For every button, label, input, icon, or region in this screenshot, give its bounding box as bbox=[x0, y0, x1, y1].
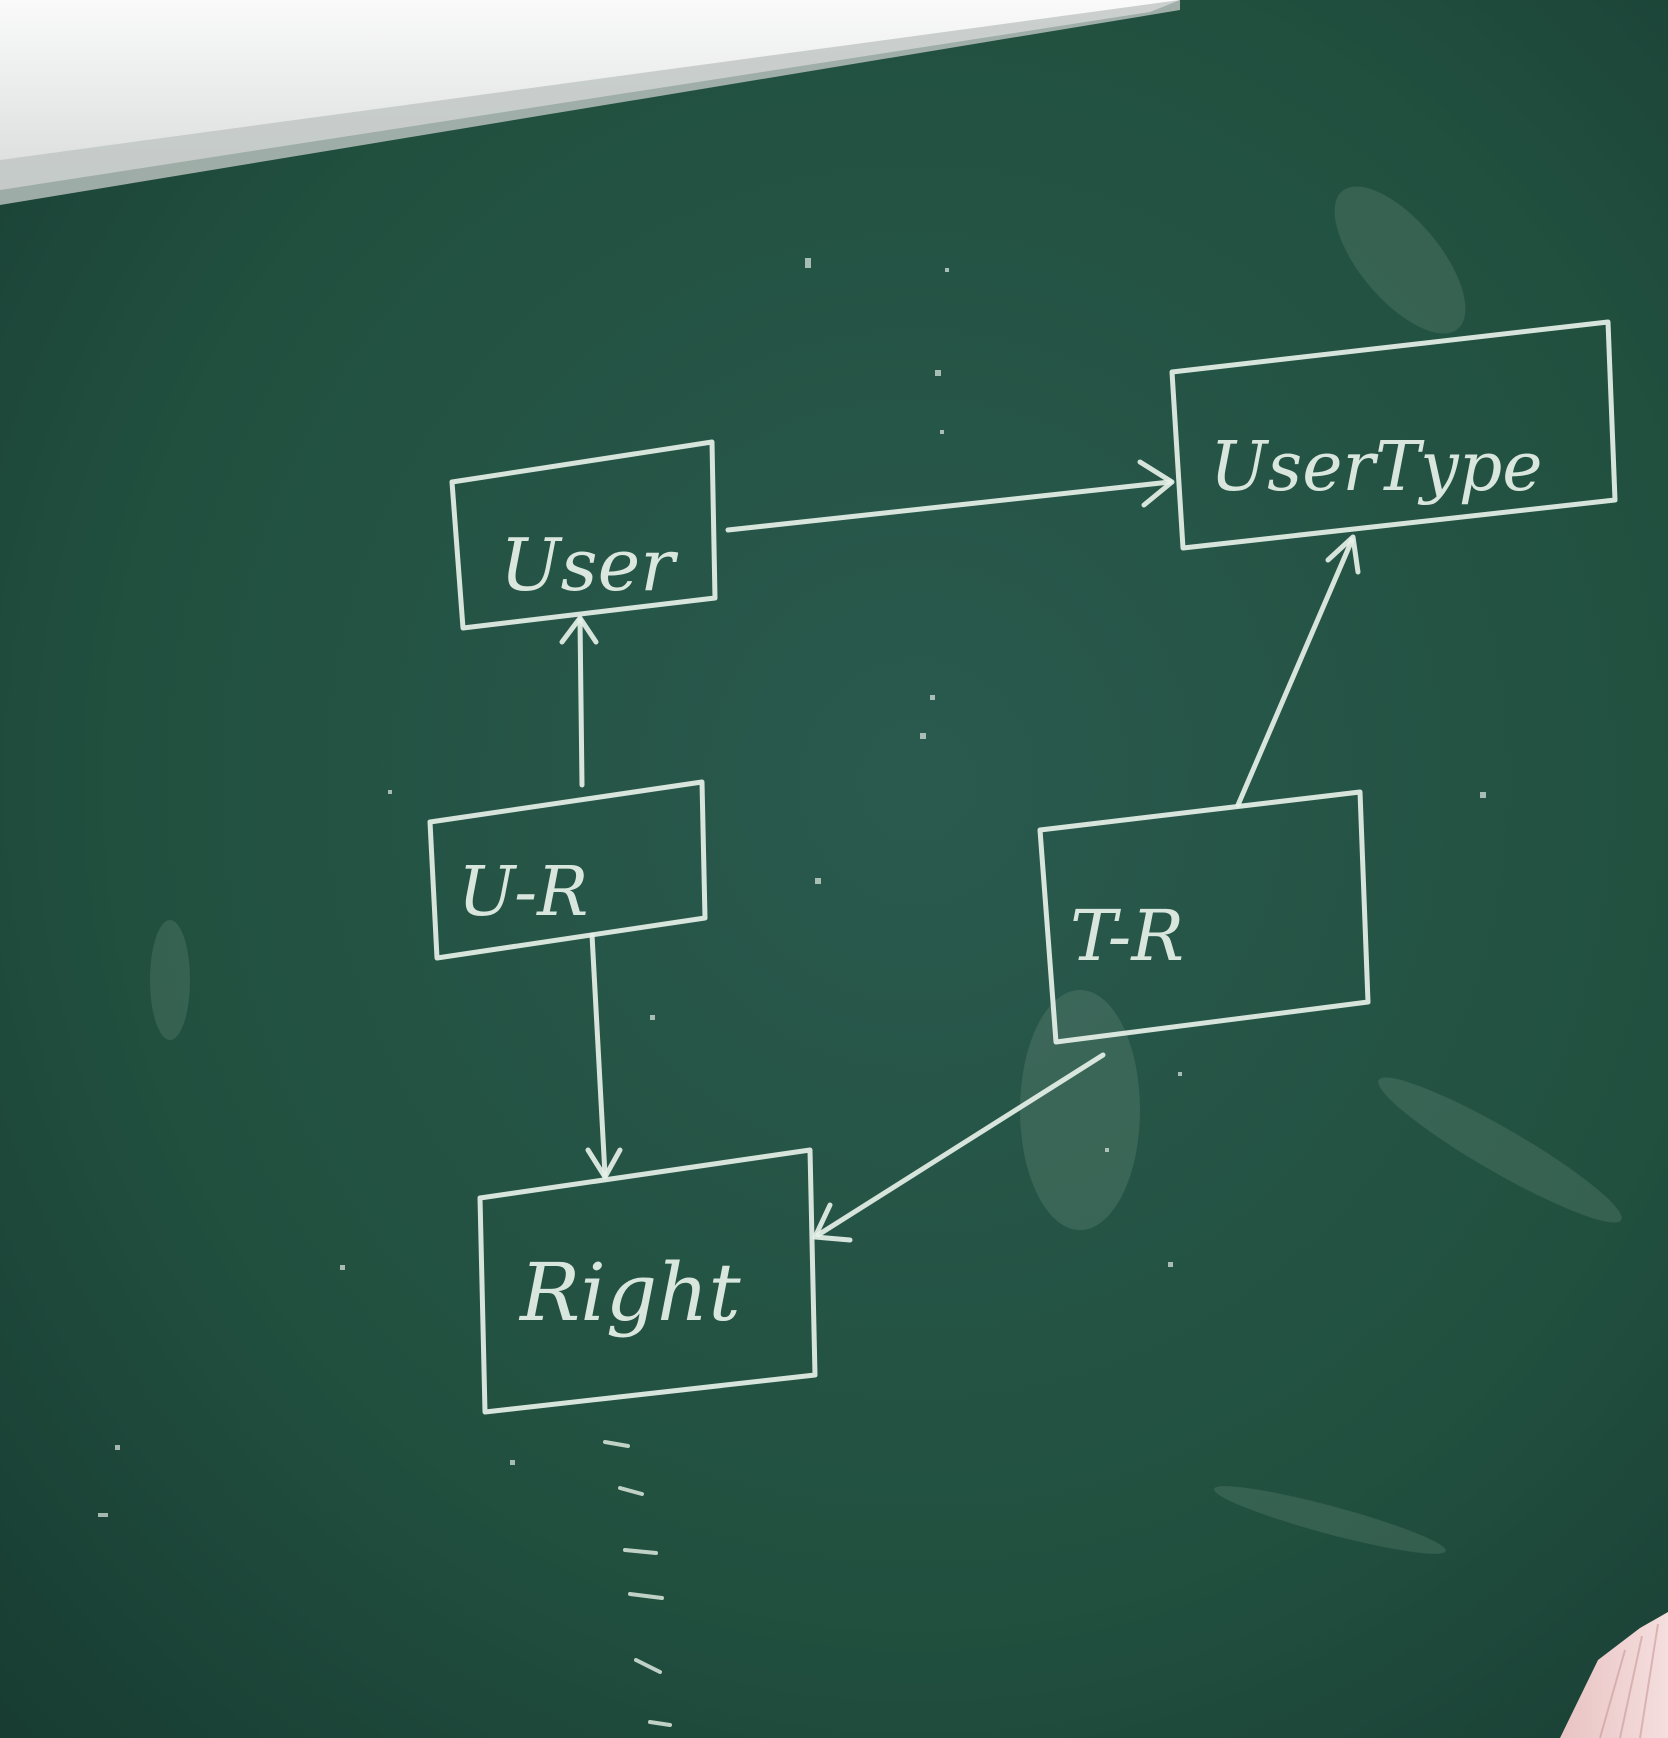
node-label-t-r: T-R bbox=[1070, 895, 1184, 977]
node-t-r: T-R bbox=[1037, 789, 1371, 1045]
edge-t-r-to-usertype bbox=[1235, 534, 1361, 808]
node-label-usertype: UserType bbox=[1210, 428, 1543, 507]
node-box-right bbox=[477, 1147, 818, 1415]
arrowhead-icon bbox=[1325, 534, 1361, 575]
node-user: User bbox=[449, 439, 718, 631]
node-box-t-r bbox=[1037, 789, 1371, 1045]
edge-u-r-to-right bbox=[585, 932, 623, 1180]
eraser-smudges bbox=[150, 186, 1622, 1554]
node-right: Right bbox=[477, 1147, 818, 1415]
node-label-u-r: U-R bbox=[458, 853, 588, 932]
edge-line bbox=[577, 617, 585, 788]
edge-user-to-usertype bbox=[725, 459, 1175, 533]
frame-edge bbox=[0, 0, 1180, 205]
arrowhead-icon bbox=[812, 1202, 853, 1243]
chalk-dash-marks bbox=[603, 1440, 672, 1727]
edge-u-r-to-user bbox=[559, 615, 599, 788]
edge-line bbox=[589, 932, 608, 1178]
node-label-right: Right bbox=[518, 1246, 742, 1339]
edge-line bbox=[815, 1052, 1106, 1238]
node-usertype: UserType bbox=[1169, 319, 1618, 551]
chalk-specks bbox=[98, 258, 1486, 1517]
arrowhead-icon bbox=[585, 1147, 623, 1180]
arrowhead-icon bbox=[559, 615, 599, 645]
node-box-user bbox=[449, 439, 718, 631]
node-box-usertype bbox=[1169, 319, 1618, 551]
edge-line bbox=[725, 479, 1173, 533]
sleeve-stripes bbox=[1599, 1623, 1659, 1738]
node-label-user: User bbox=[500, 523, 678, 607]
edge-t-r-to-right bbox=[812, 1052, 1106, 1243]
arrowhead-icon bbox=[1137, 459, 1175, 508]
node-u-r: U-R bbox=[427, 779, 708, 961]
node-box-u-r bbox=[427, 779, 708, 961]
edge-line bbox=[1235, 537, 1355, 808]
